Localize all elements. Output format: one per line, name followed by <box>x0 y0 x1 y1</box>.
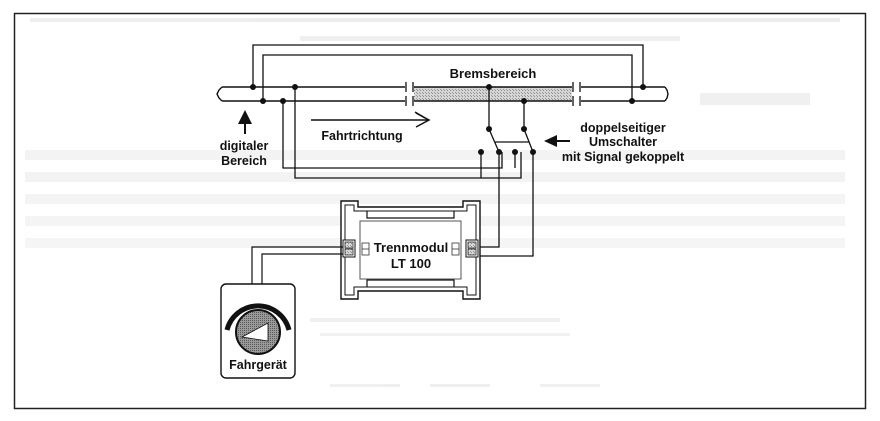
controller-label: Fahrgerät <box>229 358 287 372</box>
terminal-left <box>342 239 370 258</box>
module-label-line1: Trennmodul <box>374 240 448 255</box>
module-label-line2: LT 100 <box>391 256 431 271</box>
label-digital-line2: Bereich <box>221 154 267 168</box>
bleed-through-text <box>25 18 845 387</box>
braking-section <box>414 87 572 101</box>
junction-dots <box>250 84 646 155</box>
controller-unit: Fahrgerät <box>220 283 296 379</box>
braking-pointer <box>414 111 426 119</box>
contact-leads <box>480 152 516 178</box>
figure-frame <box>13 12 867 410</box>
label-direction: Fahrtrichtung <box>321 129 402 143</box>
changeover-switch <box>488 128 534 153</box>
label-switch-line2: Umschalter <box>589 135 657 149</box>
label-switch-line1: doppelseitiger <box>580 121 666 135</box>
label-switch-line3: mit Signal gekoppelt <box>562 150 685 164</box>
digital-feed-wires <box>282 87 522 179</box>
top-feeder-wires <box>252 44 644 101</box>
braking-feed-wires <box>488 87 525 129</box>
controller-wires <box>251 246 343 284</box>
separation-module: Trennmodul LT 100 <box>340 200 481 300</box>
arrow-right-icon <box>311 112 431 128</box>
label-digital-line1: digitaler <box>220 139 269 153</box>
speed-arc-icon <box>224 303 292 331</box>
label-braking-section: Bremsbereich <box>450 66 537 81</box>
terminal-right <box>451 239 479 258</box>
arrow-up-icon <box>238 110 252 134</box>
arrow-left-icon <box>544 135 570 147</box>
insulation-gap-right <box>572 82 581 106</box>
insulation-gap-left <box>405 82 414 106</box>
